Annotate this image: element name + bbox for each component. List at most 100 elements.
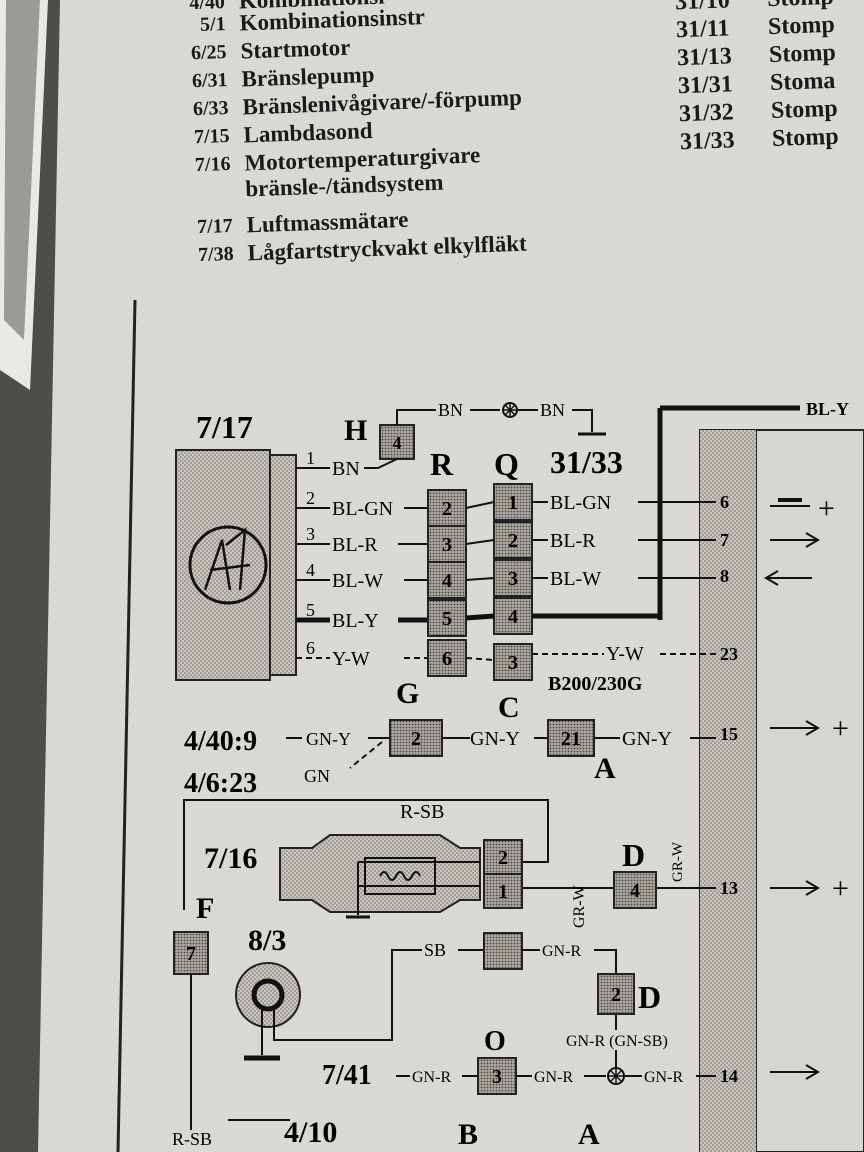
top-bn-right: BN — [540, 400, 565, 420]
variant-label: B200/230G — [548, 673, 643, 695]
ecu-pin-number: 13 — [720, 878, 738, 898]
ecu-plus-icon: + — [818, 492, 835, 525]
wire-r-sb: R-SB — [400, 801, 444, 823]
connector-g-label: G — [396, 677, 419, 710]
connector-q-pin: 3 — [508, 568, 518, 590]
connector-r-label: R — [430, 446, 454, 482]
connector-o-pin: 3 — [492, 1066, 502, 1088]
comp-83-label: 8/3 — [248, 924, 286, 957]
connector-r-pin: 6 — [442, 648, 452, 670]
knock-sensor-83 — [235, 949, 422, 1061]
connector-h-pin: 4 — [393, 433, 402, 453]
wire-segment — [465, 613, 495, 621]
connector-q-pin: 4 — [508, 606, 518, 628]
wire-segment — [465, 657, 495, 661]
wire-label-left: BL-Y — [332, 610, 379, 632]
arrow-right-icon — [805, 532, 820, 548]
ecu-pin-number: 14 — [720, 1066, 738, 1086]
wire-gr-w-1: GR-W — [571, 884, 588, 928]
connector-o-label: O — [484, 1026, 506, 1057]
arrow-right-icon — [805, 720, 820, 736]
wire-gn-y-1: GN-Y — [306, 729, 351, 749]
connector-d2-label: D — [638, 979, 661, 1015]
ecu-pin-number: 23 — [720, 644, 738, 664]
sensor-pin-2: 2 — [498, 847, 508, 869]
meter-pin-number: 4 — [306, 560, 315, 580]
comp-716-label: 7/16 — [204, 842, 257, 875]
connector-f-pin: 7 — [186, 943, 196, 965]
arrow-right-icon — [805, 1064, 820, 1080]
connector-q-cell — [493, 483, 533, 521]
ref-4409: 4/40:9 — [184, 726, 257, 757]
wire-label-right: BL-W — [550, 568, 601, 590]
connector-g-pin: 2 — [411, 728, 421, 750]
connector-q-pin: 3 — [508, 652, 518, 674]
wire-gn-r-1: GN-R — [542, 943, 581, 960]
connector-b-label: B — [458, 1118, 478, 1151]
ecu-pin-number: 8 — [720, 566, 729, 586]
connector-q-pin: 2 — [508, 530, 518, 552]
connector-q-label: Q — [494, 446, 519, 482]
wire-label-right: BL-R — [550, 530, 596, 552]
connector-r-cell — [427, 639, 467, 677]
connector-d2 — [597, 973, 635, 1015]
wire-gn-r-4: GN-R — [644, 1069, 683, 1086]
arrow-left-icon — [764, 570, 779, 586]
comp-410-label: 4/10 — [284, 1116, 337, 1149]
connector-h — [379, 424, 415, 460]
wire-label-left: Y-W — [332, 648, 370, 670]
wire-segment — [364, 458, 398, 469]
meter-pin-number: 5 — [306, 600, 315, 620]
connector-o — [477, 1057, 517, 1095]
ground-3133-label: 31/33 — [550, 444, 623, 480]
connector-r-pin: 5 — [442, 608, 452, 630]
meter-pin-number: 6 — [306, 638, 315, 658]
connector-c-pin: 21 — [561, 728, 581, 750]
wire-label-yw-right: Y-W — [606, 643, 644, 665]
wire-gn-small: GN — [304, 766, 330, 786]
meter-pin-number: 1 — [306, 448, 315, 468]
arrow-right-icon — [805, 880, 820, 896]
wire-label-left: BL-GN — [332, 498, 393, 520]
connector-d2-pin: 2 — [611, 984, 621, 1006]
sensor-pin-1-box — [483, 873, 523, 909]
ecu-pin-number: 6 — [720, 492, 729, 512]
inline-connector — [483, 932, 523, 970]
connector-r-cell — [427, 599, 467, 637]
wire-gn-y-3: GN-Y — [622, 728, 672, 750]
connector-r-cell — [427, 561, 467, 599]
ecu-plus-icon: + — [832, 712, 849, 745]
connector-q-cell — [493, 643, 533, 681]
connector-h-label: H — [344, 414, 367, 447]
connector-a-label: A — [594, 752, 616, 785]
connector-r-cell — [427, 489, 467, 527]
ecu-pin-number: 15 — [720, 724, 738, 744]
wire-r-sb-bottom: R-SB — [172, 1129, 212, 1149]
connector-c-label: C — [498, 691, 520, 724]
wire-segment — [465, 577, 495, 581]
wire-sb: SB — [424, 940, 446, 960]
ref-4623: 4/6:23 — [184, 768, 257, 799]
connector-q-cell — [493, 597, 533, 635]
connector-d-label: D — [622, 837, 645, 873]
comp-717-label: 7/17 — [196, 409, 253, 445]
connector-r-pin: 4 — [442, 570, 452, 592]
top-bn-left: BN — [438, 400, 463, 420]
wire-label-left: BL-W — [332, 570, 383, 592]
wire-segment — [465, 539, 495, 545]
temp-sensor-716 — [279, 834, 481, 919]
ecu-pin-number: 7 — [720, 530, 729, 550]
meter-pin-number: 2 — [306, 488, 315, 508]
ecu-block — [699, 429, 864, 1152]
wire-gr-w-2: GR-W — [670, 841, 686, 882]
connector-d — [613, 871, 657, 909]
wire-gn-r-gn-sb: GN-R (GN-SB) — [566, 1033, 668, 1050]
ecu-plus-icon: + — [832, 872, 849, 905]
connector-d-pin: 4 — [630, 880, 640, 902]
wire-label-left: BL-R — [332, 534, 378, 556]
connector-q-pin: 1 — [508, 492, 518, 514]
wire-segment — [465, 501, 495, 509]
